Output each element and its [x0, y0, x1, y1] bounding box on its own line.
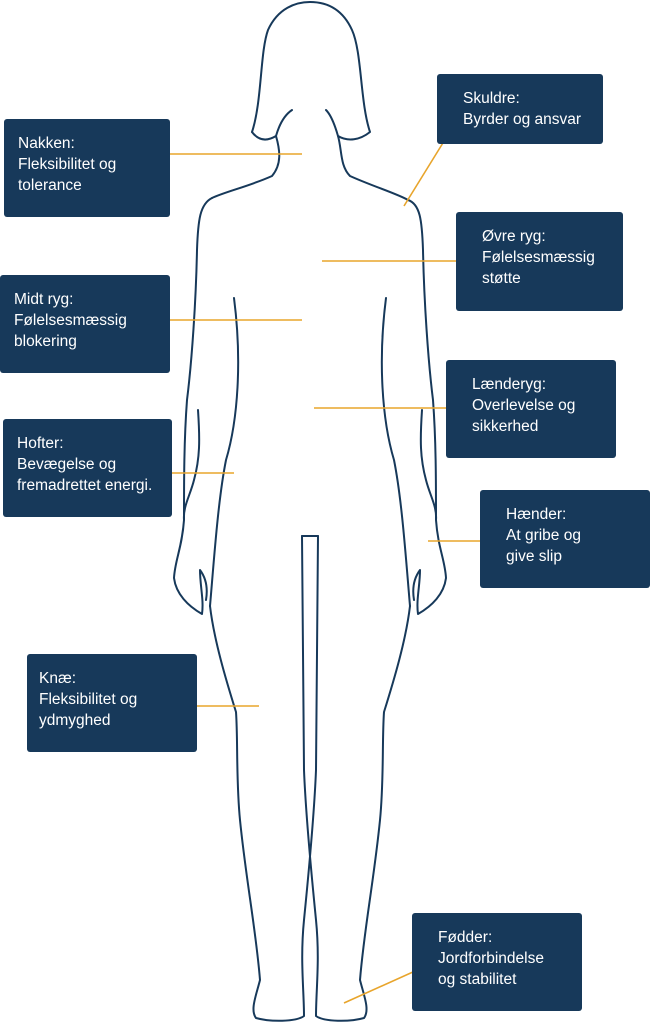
label-hips-title: Hofter: [17, 435, 64, 452]
label-shoulders-line1: Byrder og ansvar [463, 111, 582, 128]
label-hands-title: Hænder: [506, 506, 567, 523]
label-knees-line1: Fleksibilitet og [39, 691, 138, 708]
label-neck: Nakken: Fleksibilitet og tolerance [4, 119, 170, 217]
connector-skuldre [403, 137, 447, 207]
label-middle-back-line2: blokering [14, 333, 77, 350]
label-neck-title: Nakken: [18, 135, 75, 152]
label-knees: Knæ: Fleksibilitet og ydmyghed [27, 654, 197, 752]
label-lower-back-title: Lænderyg: [472, 376, 547, 393]
body-outline-right [301, 199, 447, 1022]
label-feet: Fødder: Jordforbindelse og stabilitet [412, 913, 582, 1011]
label-knees-title: Knæ: [39, 670, 77, 687]
label-lower-back: Lænderyg: Overlevelse og sikkerhed [446, 360, 616, 458]
label-lower-back-line2: sikkerhed [472, 418, 539, 435]
label-shoulders-title: Skuldre: [463, 90, 520, 107]
label-lower-back-line1: Overlevelse og [472, 397, 576, 414]
label-upper-back-line2: støtte [482, 270, 521, 287]
label-hands-line1: At gribe og [506, 527, 581, 544]
label-hands: Hænder: At gribe og give slip [480, 490, 650, 588]
label-upper-back-title: Øvre ryg: [482, 228, 546, 245]
label-hips-line1: Bevægelse og [17, 456, 117, 473]
label-middle-back-title: Midt ryg: [14, 291, 74, 308]
label-upper-back-line1: Følelsesmæssig [482, 249, 595, 266]
label-feet-line1: Jordforbindelse [438, 950, 544, 967]
label-hands-line2: give slip [506, 548, 562, 565]
label-upper-back: Øvre ryg: Følelsesmæssig støtte [456, 212, 623, 311]
body-outline-left [173, 197, 319, 1022]
label-middle-back-line1: Følelsesmæssig [14, 312, 127, 329]
label-neck-line2: tolerance [18, 177, 82, 194]
label-shoulders: Skuldre: Byrder og ansvar [437, 74, 603, 144]
hair-strands [275, 109, 339, 137]
connector-fodder [343, 966, 425, 1004]
label-neck-line1: Fleksibilitet og [18, 156, 117, 173]
hair-left [211, 131, 281, 199]
head-outline [251, 1, 409, 201]
label-hips-line2: fremadrettet energi. [17, 477, 153, 494]
label-hips: Hofter: Bevægelse og fremadrettet energi… [3, 419, 172, 517]
label-feet-title: Fødder: [438, 929, 493, 946]
label-knees-line2: ydmyghed [39, 712, 111, 729]
label-feet-line2: og stabilitet [438, 971, 517, 988]
inner-arm-left [209, 297, 240, 607]
label-middle-back: Midt ryg: Følelsesmæssig blokering [0, 275, 170, 373]
inner-arm-right [380, 297, 411, 607]
